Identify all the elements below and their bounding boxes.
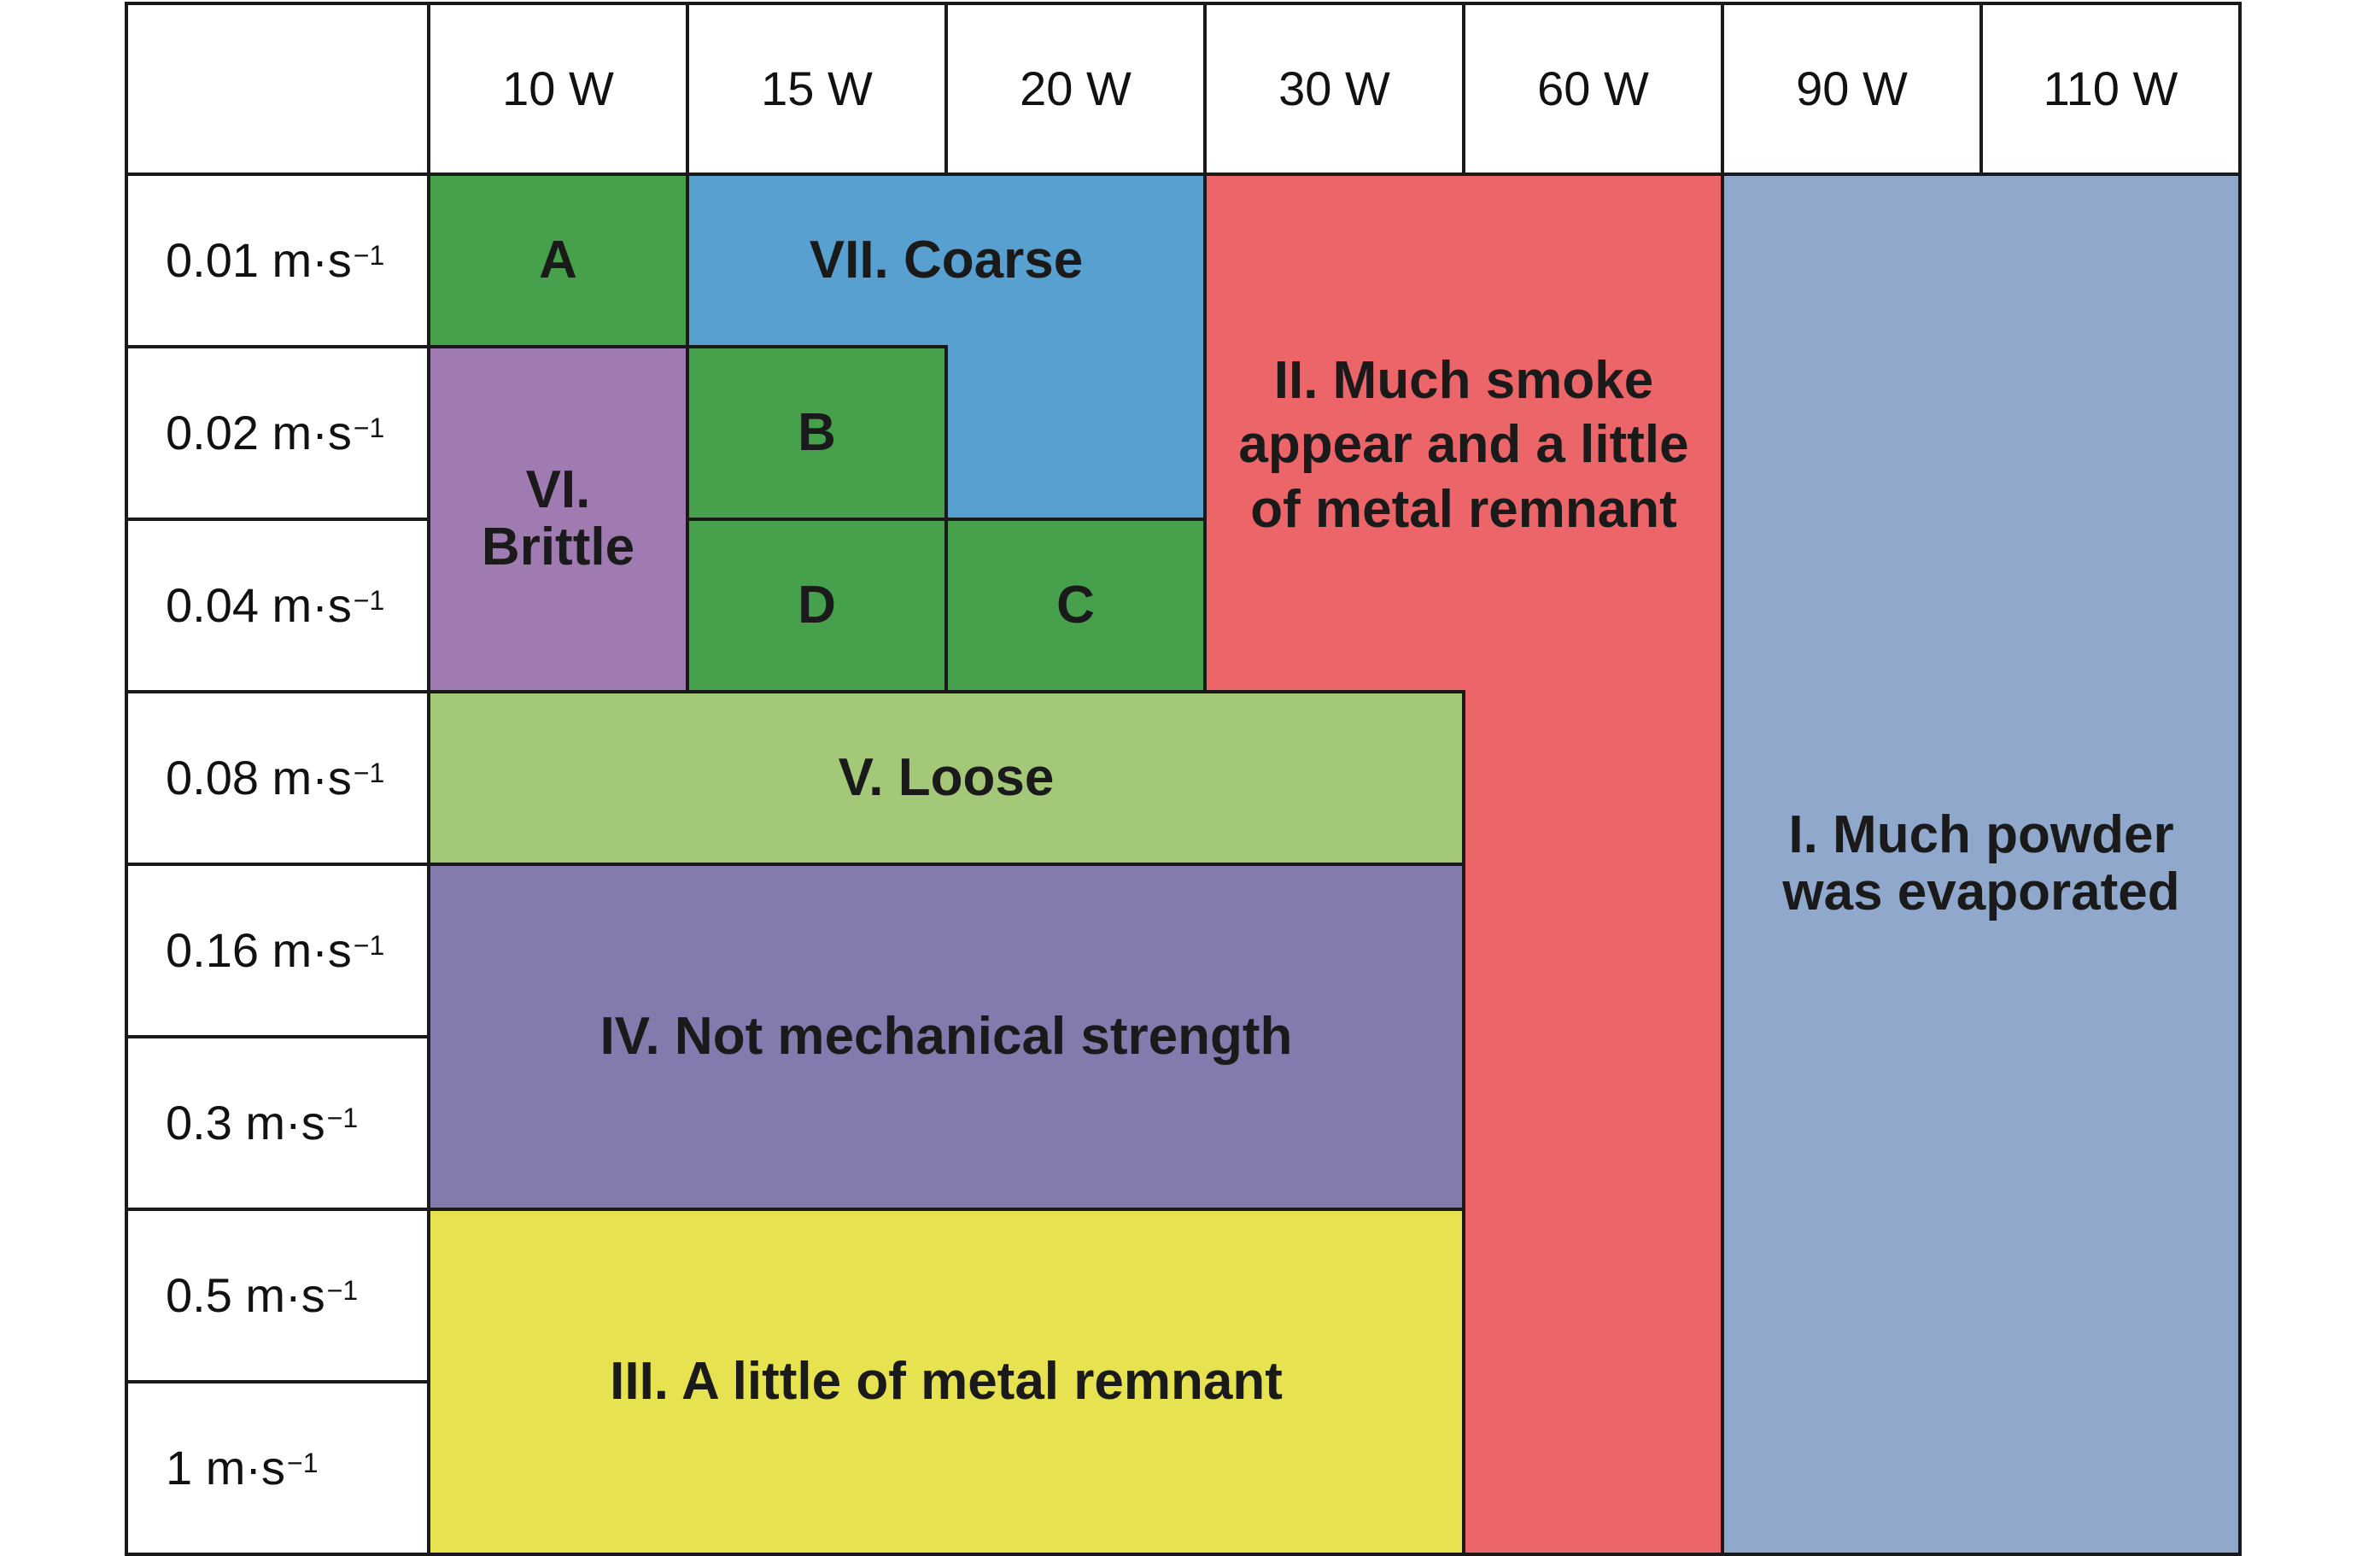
corner-cell (125, 2, 430, 176)
row-header-0-3: 0.3 m·s−1 (125, 1035, 430, 1211)
row-label: 0.5 m·s (166, 1267, 325, 1322)
region-a: A (427, 173, 689, 348)
region-d: D (686, 518, 948, 693)
row-label-exponent: −1 (326, 1102, 359, 1133)
row-header-0-5: 0.5 m·s−1 (125, 1208, 430, 1383)
column-header-110w: 110 W (1979, 2, 2242, 176)
region-iii-metal-remnant: III. A little of metal remnant (427, 1208, 1465, 1556)
region-vii-label: VII. Coarse (809, 231, 1084, 290)
row-label-exponent: −1 (287, 1447, 319, 1478)
region-i-powder-evaporated: I. Much powder was evaporated (1721, 173, 2242, 1556)
row-label: 0.16 m·s (166, 922, 352, 977)
column-header-90w: 90 W (1721, 2, 1983, 176)
row-label-exponent: −1 (326, 1274, 359, 1306)
region-v-loose: V. Loose (427, 690, 1465, 866)
row-label-exponent: −1 (353, 929, 385, 961)
region-ii-smoke-lower (1462, 690, 1724, 1556)
row-header-0-08: 0.08 m·s−1 (125, 690, 430, 866)
column-header-30w: 30 W (1203, 2, 1465, 176)
row-header-0-01: 0.01 m·s−1 (125, 173, 430, 348)
column-header-10w: 10 W (427, 2, 689, 176)
row-label: 0.01 m·s (166, 232, 352, 287)
row-header-1: 1 m·s−1 (125, 1380, 430, 1556)
row-label: 0.02 m·s (166, 405, 352, 459)
column-header-60w: 60 W (1462, 2, 1724, 176)
region-b: B (686, 345, 948, 521)
row-label-exponent: −1 (353, 239, 385, 271)
region-iv-no-strength: IV. Not mechanical strength (427, 863, 1465, 1211)
region-ii-label: II. Much smoke appear and a little of me… (1238, 350, 1689, 539)
row-label: 0.08 m·s (166, 750, 352, 804)
region-ii-smoke-upper (1203, 173, 1724, 693)
column-header-20w: 20 W (944, 2, 1207, 176)
row-label-exponent: −1 (353, 412, 385, 443)
row-label: 0.3 m·s (166, 1095, 325, 1149)
region-vii-coarse-lower (944, 345, 1207, 521)
column-header-15w: 15 W (686, 2, 948, 176)
region-vii-coarse-top (686, 173, 1207, 348)
row-label: 0.04 m·s (166, 577, 352, 632)
region-c: C (944, 518, 1207, 693)
row-header-0-02: 0.02 m·s−1 (125, 345, 430, 521)
row-label: 1 m·s (166, 1440, 285, 1495)
row-label-exponent: −1 (353, 757, 385, 788)
row-label-exponent: −1 (353, 584, 385, 616)
region-vi-brittle: VI. Brittle (427, 345, 689, 693)
row-header-0-04: 0.04 m·s−1 (125, 518, 430, 693)
row-header-0-16: 0.16 m·s−1 (125, 863, 430, 1038)
